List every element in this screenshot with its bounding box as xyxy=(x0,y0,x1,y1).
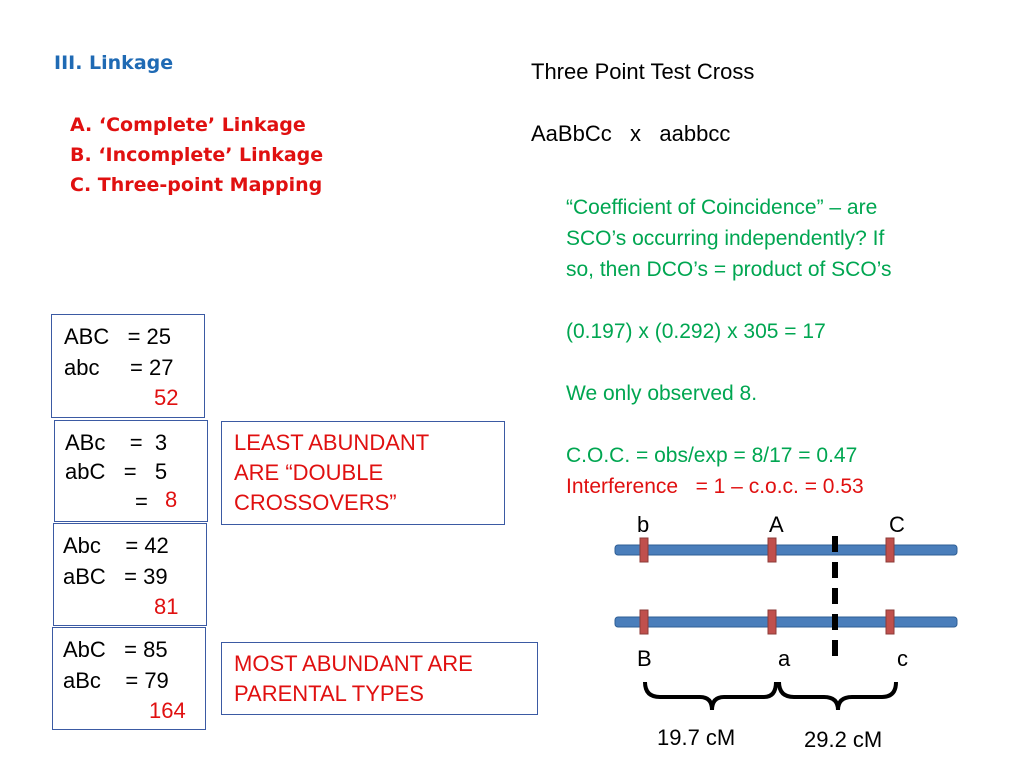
coc-line: C.O.C. = obs/exp = 8/17 = 0.47 xyxy=(566,444,858,467)
distance-label-b-A: 19.7 cM xyxy=(657,725,736,750)
outline-item-incomplete-linkage: B. ‘Incomplete’ Linkage xyxy=(70,144,324,166)
class-row: AbC = 85 xyxy=(63,637,168,662)
class-row: Abc = 42 xyxy=(63,533,169,558)
locus-marker-b xyxy=(639,537,649,563)
class-row: aBc = 79 xyxy=(63,668,169,693)
coc-line: “Coefficient of Coincidence” – are xyxy=(566,196,878,219)
label-top-C: C xyxy=(889,512,905,537)
outline-item-complete-linkage: A. ‘Complete’ Linkage xyxy=(70,114,306,136)
class-row: ABC = 25 xyxy=(64,324,172,349)
brace-interval-2 xyxy=(777,681,898,711)
least-abundant-callout: LEAST ABUNDANT ARE “DOUBLE CROSSOVERS” xyxy=(221,421,505,525)
label-top-b: b xyxy=(637,512,650,537)
most-abundant-callout: MOST ABUNDANT ARE PARENTAL TYPES xyxy=(221,642,538,715)
coc-line: We only observed 8. xyxy=(566,382,758,405)
callout-line: ARE “DOUBLE xyxy=(234,460,384,485)
coc-line: (0.197) x (0.292) x 305 = 17 xyxy=(566,320,826,343)
label-bottom-c: c xyxy=(897,646,908,671)
callout-line: LEAST ABUNDANT xyxy=(234,430,430,455)
class-sum: 52 xyxy=(154,385,179,410)
class-row: aBC = 39 xyxy=(63,564,168,589)
upper-chromosome xyxy=(614,544,958,556)
class-box-double-crossover: ABc = 3 abC = 5 = 8 xyxy=(54,420,208,522)
locus-marker-a xyxy=(767,609,777,635)
locus-marker-C xyxy=(885,537,895,563)
class-row: ABc = 3 xyxy=(65,430,168,455)
outline-item-three-point-mapping: C. Three-point Mapping xyxy=(70,174,323,196)
coc-explanation: “Coefficient of Coincidence” – are SCO’s… xyxy=(566,192,1016,502)
callout-line: PARENTAL TYPES xyxy=(234,681,424,706)
class-sum: 164 xyxy=(149,698,186,723)
section-heading: III. Linkage xyxy=(54,52,174,74)
label-bottom-B: B xyxy=(637,646,652,671)
cross-title: Three Point Test Cross xyxy=(531,59,755,84)
class-sum: 81 xyxy=(154,594,179,619)
lower-chromosome xyxy=(614,616,958,628)
class-row: abC = 5 xyxy=(65,459,168,484)
locus-marker-B xyxy=(639,609,649,635)
callout-line: MOST ABUNDANT ARE xyxy=(234,651,473,676)
coc-line: so, then DCO’s = product of SCO’s xyxy=(566,258,892,281)
class-box-single-crossover-2: AbC = 85 aBc = 79 164 xyxy=(52,627,206,730)
class-row: abc = 27 xyxy=(64,355,174,380)
brace-interval-1 xyxy=(643,681,778,711)
cross-genotype: AaBbCc x aabbcc xyxy=(531,121,731,146)
interference-line: Interference = 1 – c.o.c. = 0.53 xyxy=(566,475,864,498)
label-bottom-a: a xyxy=(778,646,791,671)
callout-line: CROSSOVERS” xyxy=(234,490,397,515)
distance-label-A-C: 29.2 cM xyxy=(804,727,883,752)
class-box-single-crossover-1: Abc = 42 aBC = 39 81 xyxy=(53,523,207,626)
locus-marker-A xyxy=(767,537,777,563)
class-box-parental-1: ABC = 25 abc = 27 52 xyxy=(51,314,205,418)
label-top-A: A xyxy=(769,512,784,537)
class-sum: 8 xyxy=(165,487,178,512)
class-sum-prefix: = xyxy=(135,489,148,514)
locus-marker-c xyxy=(885,609,895,635)
coc-line: SCO’s occurring independently? If xyxy=(566,227,885,250)
